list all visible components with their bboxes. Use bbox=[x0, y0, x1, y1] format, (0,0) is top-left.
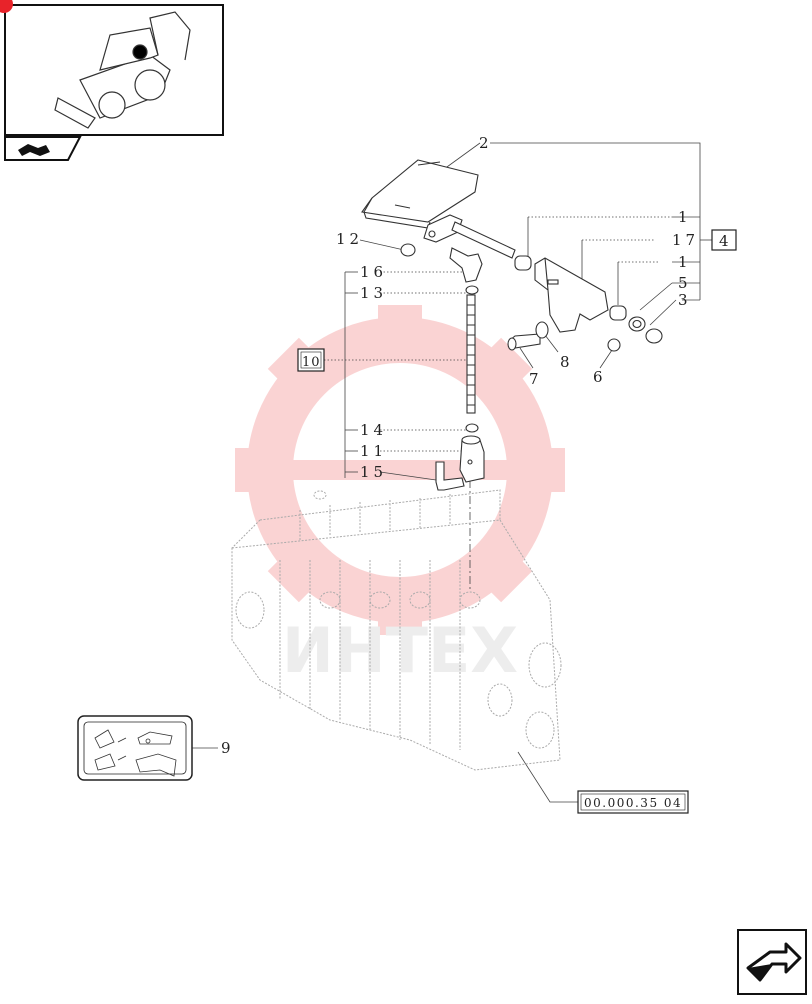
location-marker-icon bbox=[132, 44, 148, 60]
callout-16: 16 bbox=[360, 263, 387, 281]
leader-lines bbox=[192, 142, 712, 803]
callout-6: 6 bbox=[593, 368, 603, 386]
pedal-part[interactable] bbox=[361, 159, 479, 229]
callout-2: 2 bbox=[479, 134, 489, 152]
callout-13: 13 bbox=[360, 284, 387, 302]
next-page-button[interactable] bbox=[737, 929, 807, 995]
callout-17: 17 bbox=[672, 231, 699, 249]
pin-part[interactable] bbox=[435, 461, 465, 491]
washer-8-part[interactable] bbox=[535, 321, 549, 339]
callout-14: 14 bbox=[360, 421, 387, 439]
callout-8: 8 bbox=[560, 353, 570, 371]
section-tab[interactable] bbox=[4, 136, 82, 161]
ball-joint-part[interactable] bbox=[449, 247, 483, 283]
control-valve-block[interactable] bbox=[231, 489, 562, 771]
bushing-1b-part[interactable] bbox=[609, 305, 627, 321]
watermark: ИНТЕХ bbox=[235, 305, 565, 687]
kit-ref-4[interactable]: 4 bbox=[711, 229, 737, 251]
watermark-text: ИНТЕХ bbox=[282, 614, 518, 687]
backhoe-loader-icon bbox=[54, 11, 191, 129]
callout-15: 15 bbox=[360, 463, 387, 481]
rod-part[interactable] bbox=[466, 294, 476, 414]
reference-code-box[interactable]: 00.000.35 04 bbox=[577, 790, 689, 814]
callout-labels: 2 1 17 1 5 3 12 16 13 14 11 15 7 8 6 9 bbox=[221, 134, 699, 757]
bolt-part[interactable] bbox=[507, 333, 541, 351]
callout-3: 3 bbox=[678, 291, 688, 309]
callout-1a: 1 bbox=[678, 208, 688, 226]
nut-6-part[interactable] bbox=[607, 338, 621, 352]
pedal-arm-part[interactable] bbox=[423, 214, 516, 259]
nut-14-part[interactable] bbox=[465, 423, 479, 433]
callout-12: 12 bbox=[336, 230, 363, 248]
parts bbox=[361, 159, 663, 491]
svg-text:10: 10 bbox=[302, 355, 321, 370]
callout-1b: 1 bbox=[678, 253, 688, 271]
next-page-arrow-icon bbox=[746, 942, 802, 982]
bushing-1a-part[interactable] bbox=[514, 255, 532, 271]
svg-text:4: 4 bbox=[719, 232, 729, 250]
callout-7: 7 bbox=[529, 370, 539, 388]
callout-11: 11 bbox=[360, 442, 387, 460]
callout-5: 5 bbox=[678, 274, 688, 292]
brand-dot-icon bbox=[0, 0, 13, 13]
circlip-3-part[interactable] bbox=[645, 328, 663, 344]
decal-symbols-icon bbox=[94, 729, 177, 777]
section-arrow-icon bbox=[18, 144, 50, 156]
decal-panel[interactable] bbox=[77, 715, 193, 781]
machine-thumbnail-panel[interactable] bbox=[0, 0, 224, 136]
bracket-part[interactable] bbox=[534, 257, 609, 333]
kit-ref-10[interactable]: 10 bbox=[297, 348, 325, 372]
bushing-12-part[interactable] bbox=[400, 243, 416, 257]
clevis-part[interactable] bbox=[459, 435, 485, 483]
svg-text:00.000.35 04: 00.000.35 04 bbox=[584, 796, 682, 810]
callout-9: 9 bbox=[221, 739, 231, 757]
nut-13-part[interactable] bbox=[465, 285, 479, 295]
